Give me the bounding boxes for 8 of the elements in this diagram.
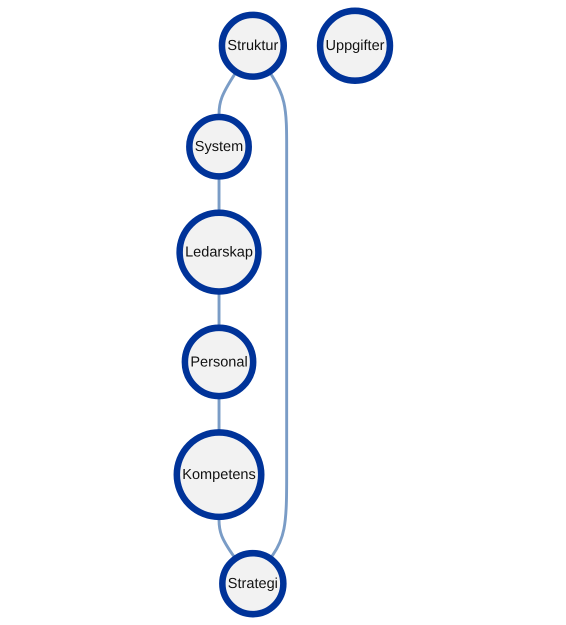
node-circle: Strategi — [218, 550, 286, 618]
node-circle: Personal — [181, 324, 256, 400]
node-circle: Ledarskap — [176, 209, 262, 295]
node-circle: Struktur — [218, 12, 287, 80]
node-circle: System — [186, 114, 252, 180]
node-circle: Kompetens — [173, 429, 264, 520]
node-circle: Uppgifter — [316, 8, 393, 84]
connector — [268, 71, 288, 560]
